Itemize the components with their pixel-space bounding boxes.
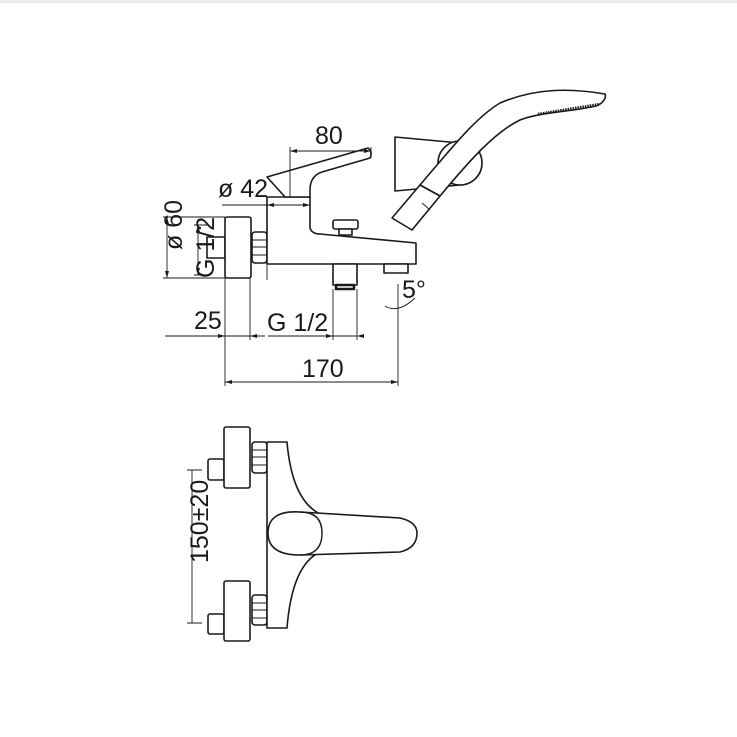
- shower-head-face: [537, 102, 601, 116]
- dim-170-label: 170: [302, 355, 344, 383]
- dim-angle-label: 5°: [402, 276, 426, 304]
- dimension-line-150: [187, 469, 202, 624]
- dim-150-label: 150±20: [186, 480, 214, 563]
- hex-nut: [251, 231, 268, 264]
- nut-lines: [252, 239, 267, 256]
- nut-lines-top: [252, 449, 267, 466]
- lever-handle-detail: [299, 511, 323, 556]
- dim-outlet-thread-label: G 1/2: [267, 309, 328, 337]
- wall-flange-bottom: [223, 580, 251, 642]
- shower-outlet: [332, 263, 358, 286]
- dim-inlet-thread-label: G 1/2: [192, 217, 220, 278]
- dimension-lines: [163, 147, 416, 386]
- hex-nut-top: [251, 441, 268, 474]
- nut-lines-bottom: [252, 602, 267, 619]
- lever-handle: [266, 147, 372, 198]
- mixer-body: [266, 196, 417, 265]
- shower-hose-connector: [391, 184, 441, 231]
- dim-80-label: 80: [315, 122, 343, 150]
- lever-handle-front: [267, 511, 418, 556]
- shower-outlet-thread: [334, 283, 356, 291]
- connector-line: [421, 202, 431, 211]
- front-view: 150±20: [186, 426, 418, 642]
- top-border: [0, 0, 737, 3]
- side-view: 80 ø 42 ø 60 G 1/2 25 G 1/2 170 5°: [160, 89, 607, 386]
- hand-shower: [419, 89, 607, 197]
- wall-flange: [224, 216, 252, 279]
- dim-diameter-42-label: ø 42: [218, 175, 268, 203]
- dim-diameter-60-label: ø 60: [160, 200, 188, 250]
- aerator: [383, 263, 409, 274]
- wall-flange-top: [223, 426, 251, 489]
- dim-25-label: 25: [194, 307, 222, 335]
- diverter-knob: [332, 219, 359, 230]
- diverter-stem: [338, 228, 353, 236]
- inlet-stub-top: [207, 458, 225, 481]
- inlet-stub-bottom: [207, 613, 225, 635]
